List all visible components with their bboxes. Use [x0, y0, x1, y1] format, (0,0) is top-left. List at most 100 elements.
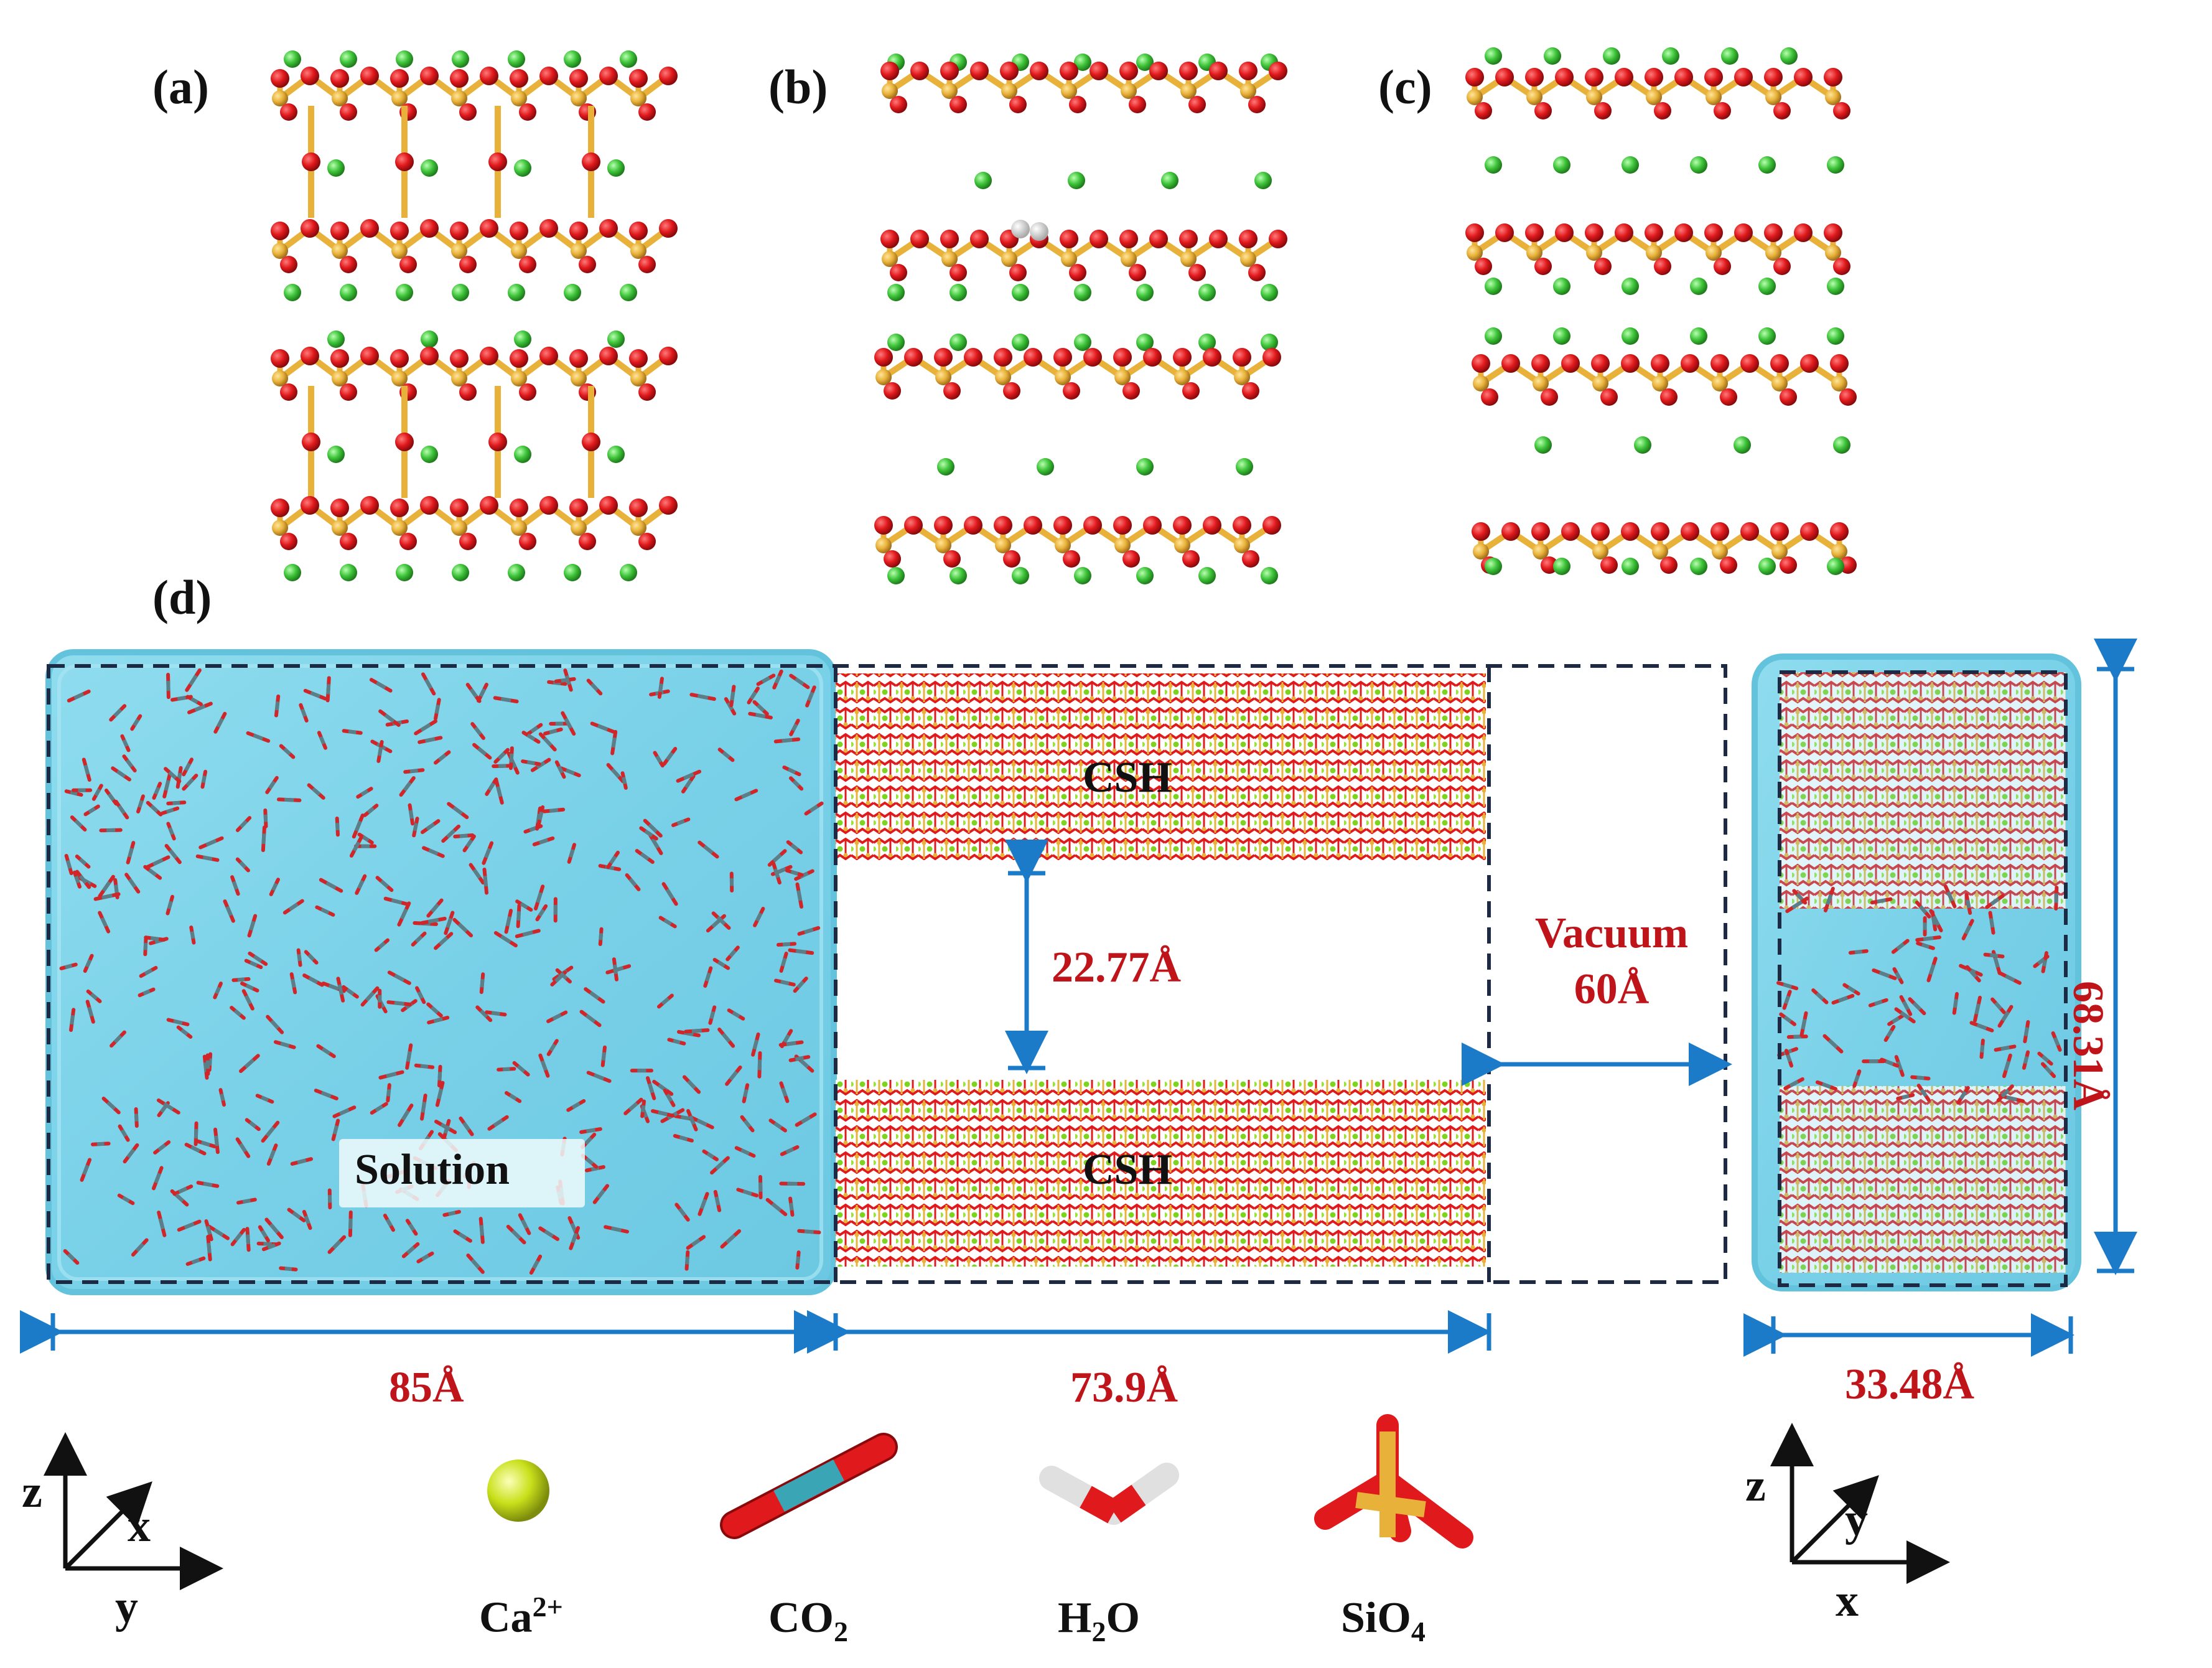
- co2-stick-carbon: [552, 1013, 562, 1021]
- silicon-atom: [630, 243, 646, 259]
- oxygen-atom: [1090, 62, 1108, 80]
- silicon-atom: [1114, 537, 1131, 553]
- calcium-atom: [1485, 558, 1502, 575]
- co2-stick-carbon: [783, 1034, 790, 1043]
- co2-stick-carbon: [163, 1102, 174, 1111]
- silicon-atom: [272, 243, 288, 259]
- calcium-atom: [327, 446, 345, 463]
- silicon-atom: [1646, 89, 1662, 105]
- silicon-atom: [1061, 83, 1077, 99]
- oxygen-atom: [1710, 522, 1729, 541]
- co2-stick-carbon: [434, 705, 441, 714]
- co2-stick-carbon: [200, 1140, 210, 1147]
- silicon-atom: [332, 90, 348, 106]
- oxygen-atom: [1839, 388, 1857, 406]
- silicon-atom: [1061, 251, 1077, 267]
- co2-stick-carbon: [590, 1166, 600, 1171]
- oxygen-atom: [1248, 96, 1266, 113]
- oxygen-atom: [280, 383, 297, 401]
- oxygen-atom: [1740, 354, 1759, 373]
- co2-base: CO: [768, 1594, 834, 1642]
- co2-stick-carbon: [472, 868, 482, 879]
- calcium-atom: [514, 330, 531, 348]
- co2-stick-carbon: [663, 918, 672, 926]
- silicon-atom: [1646, 245, 1662, 261]
- co2-stick-carbon: [65, 860, 72, 869]
- calcium-base: Ca: [479, 1593, 533, 1642]
- oxygen-atom: [1720, 556, 1737, 574]
- co2-stick-carbon: [1912, 1001, 1922, 1011]
- co2-stick-carbon: [428, 848, 439, 856]
- oxygen-atom: [579, 533, 596, 550]
- calcium-atom: [1074, 54, 1091, 71]
- oxygen-atom: [1773, 102, 1791, 119]
- silicon-atom: [451, 90, 467, 106]
- co2-stick-carbon: [790, 843, 799, 851]
- co2-stick-carbon: [520, 902, 528, 909]
- co2-stick-carbon: [789, 1202, 794, 1211]
- oxygen-atom: [1764, 223, 1783, 242]
- oxygen-atom: [301, 219, 319, 238]
- co2-stick-carbon: [1783, 1015, 1792, 1023]
- co2-stick-carbon: [571, 1102, 581, 1110]
- co2-stick-carbon: [87, 1006, 94, 1017]
- co2-stick-carbon: [509, 1094, 517, 1101]
- silicon-atom: [1771, 543, 1788, 560]
- oxygen-atom: [1833, 102, 1850, 119]
- co2-stick-carbon: [250, 960, 258, 967]
- oxygen-atom: [488, 433, 507, 451]
- co2-stick-carbon: [647, 1083, 655, 1094]
- co2-stick-carbon: [413, 823, 419, 832]
- co2-molecule-icon: [720, 1433, 898, 1539]
- co2-stick-carbon: [772, 853, 782, 863]
- silicon-atom: [391, 90, 408, 106]
- silicon-atom: [630, 90, 646, 106]
- co2-stick-carbon: [157, 1143, 166, 1151]
- calcium-ion-icon: [487, 1460, 549, 1522]
- co2-stick-carbon: [1923, 936, 1934, 942]
- co2-stick-carbon: [190, 931, 195, 939]
- silicon-atom: [935, 369, 951, 385]
- co2-stick-carbon: [70, 790, 78, 796]
- calcium-atom: [284, 564, 301, 581]
- co2-stick-carbon: [190, 1145, 200, 1153]
- co2-stick-carbon: [261, 833, 266, 845]
- oxygen-atom: [1465, 223, 1484, 242]
- oxygen-atom: [1122, 382, 1140, 400]
- silicon-atom: [391, 243, 408, 259]
- oxygen-atom: [510, 499, 528, 517]
- oxygen-atom: [1651, 522, 1669, 541]
- silicon-atom: [1001, 83, 1017, 99]
- oxygen-atom: [390, 349, 409, 368]
- calcium-atom: [1622, 156, 1639, 174]
- co2-stick-carbon: [360, 789, 369, 797]
- legend-co2-label: CO2: [768, 1593, 848, 1648]
- co2-stick-carbon: [717, 960, 726, 968]
- oxygen-atom: [1710, 354, 1729, 373]
- co2-stick-carbon: [2001, 1011, 2010, 1022]
- oxygen-atom: [450, 222, 469, 240]
- calcium-atom: [620, 564, 637, 581]
- silicate-base: SiO: [1341, 1594, 1411, 1642]
- co2-stick-carbon: [307, 953, 315, 962]
- silicon-atom: [882, 251, 898, 267]
- oxygen-atom: [271, 349, 289, 368]
- oxygen-atom: [1674, 223, 1693, 242]
- co2-stick-carbon: [1874, 1000, 1883, 1006]
- oxygen-atom: [420, 67, 439, 85]
- oxygen-atom: [271, 69, 289, 88]
- silicon-atom: [1467, 89, 1483, 105]
- co2-stick-carbon: [332, 1240, 342, 1250]
- co2-stick-carbon: [458, 1232, 467, 1240]
- co2-stick-carbon: [526, 733, 536, 741]
- co2-stick-carbon: [238, 1143, 247, 1153]
- legend: [487, 1414, 1473, 1549]
- oxygen-atom: [1615, 223, 1633, 242]
- oxygen-atom: [1129, 264, 1146, 281]
- oxygen-atom: [340, 256, 357, 273]
- co2-stick-carbon: [386, 1072, 397, 1078]
- vacuum-label-line2: 60Å: [1574, 965, 1650, 1013]
- oxygen-atom: [480, 219, 498, 238]
- co2-stick-carbon: [148, 868, 157, 877]
- oxygen-atom: [579, 256, 596, 273]
